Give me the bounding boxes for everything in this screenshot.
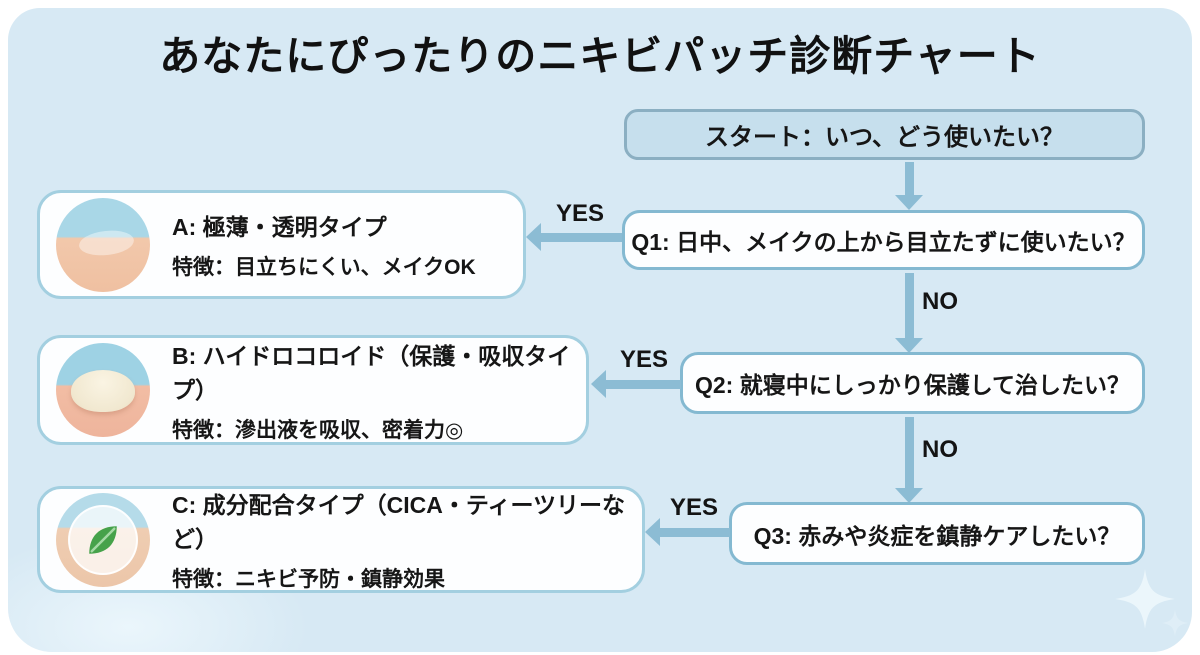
- q3-yes-label: YES: [670, 494, 719, 521]
- result-a-feature: 特徴：目立ちにくい、メイクOK: [172, 256, 476, 279]
- leaf-ingredient-patch-icon: [56, 492, 150, 587]
- arrow-q1-to-q2: [895, 273, 925, 353]
- four-point-sparkle-icon: [1115, 569, 1175, 629]
- sheer-patch-on-skin-icon: [56, 197, 150, 292]
- result-a-name: A: 極薄・透明タイプ: [172, 214, 387, 240]
- result-box-a: A: 極薄・透明タイプ 特徴：目立ちにくい、メイクOK: [37, 190, 526, 299]
- arrow-q1-to-result-a: [526, 223, 622, 251]
- result-box-c: C: 成分配合タイプ（CICA・ティーツリーなど） 特徴：ニキビ予防・鎮静効果: [37, 486, 645, 593]
- hydrocolloid-dome-patch-icon: [56, 343, 150, 437]
- flow-question-q1: Q1: 日中、メイクの上から目立たずに使いたい？: [622, 210, 1145, 270]
- hydrocolloid-dome: [71, 370, 135, 412]
- result-b-feature: 特徴：滲出液を吸収、密着力◎: [172, 418, 464, 442]
- q1-no-label: NO: [922, 288, 958, 315]
- result-b-name: B: ハイドロコロイド（保護・吸収タイプ）: [172, 342, 571, 403]
- result-c-name: C: 成分配合タイプ（CICA・ティーツリーなど）: [172, 492, 626, 552]
- q3-label: Q3: 赤みや炎症を鎮静ケアしたい？: [753, 522, 1121, 549]
- q2-label: Q2: 就寝中にしっかり保護して治したい？: [694, 372, 1131, 398]
- arrow-q3-to-result-c: [645, 518, 730, 546]
- arrow-start-to-q1: [895, 162, 925, 210]
- round-patch: [68, 504, 138, 575]
- result-box-b: B: ハイドロコロイド（保護・吸収タイプ） 特徴：滲出液を吸収、密着力◎: [37, 335, 589, 445]
- q1-label: Q1: 日中、メイクの上から目立たずに使いたい？: [631, 229, 1136, 255]
- flow-question-q3: Q3: 赤みや炎症を鎮静ケアしたい？: [729, 502, 1145, 565]
- arrow-q2-to-result-b: [591, 370, 681, 398]
- start-node-label: スタート：いつ、どう使いたい？: [704, 124, 1065, 151]
- q2-no-label: NO: [922, 436, 958, 463]
- q1-yes-label: YES: [556, 200, 605, 227]
- flow-question-q2: Q2: 就寝中にしっかり保護して治したい？: [680, 352, 1145, 414]
- small-sparkle-icon: [1161, 609, 1189, 637]
- result-c-feature: 特徴：ニキビ予防・鎮静効果: [172, 568, 445, 591]
- flow-start-node: スタート：いつ、どう使いたい？: [624, 109, 1145, 160]
- page-title: あなたにぴったりのニキビパッチ診断チャート: [159, 33, 1041, 79]
- leaf-icon: [89, 525, 117, 554]
- arrow-q2-to-q3: [895, 417, 925, 503]
- q2-yes-label: YES: [620, 346, 669, 373]
- transparent-patch-highlight: [77, 228, 135, 259]
